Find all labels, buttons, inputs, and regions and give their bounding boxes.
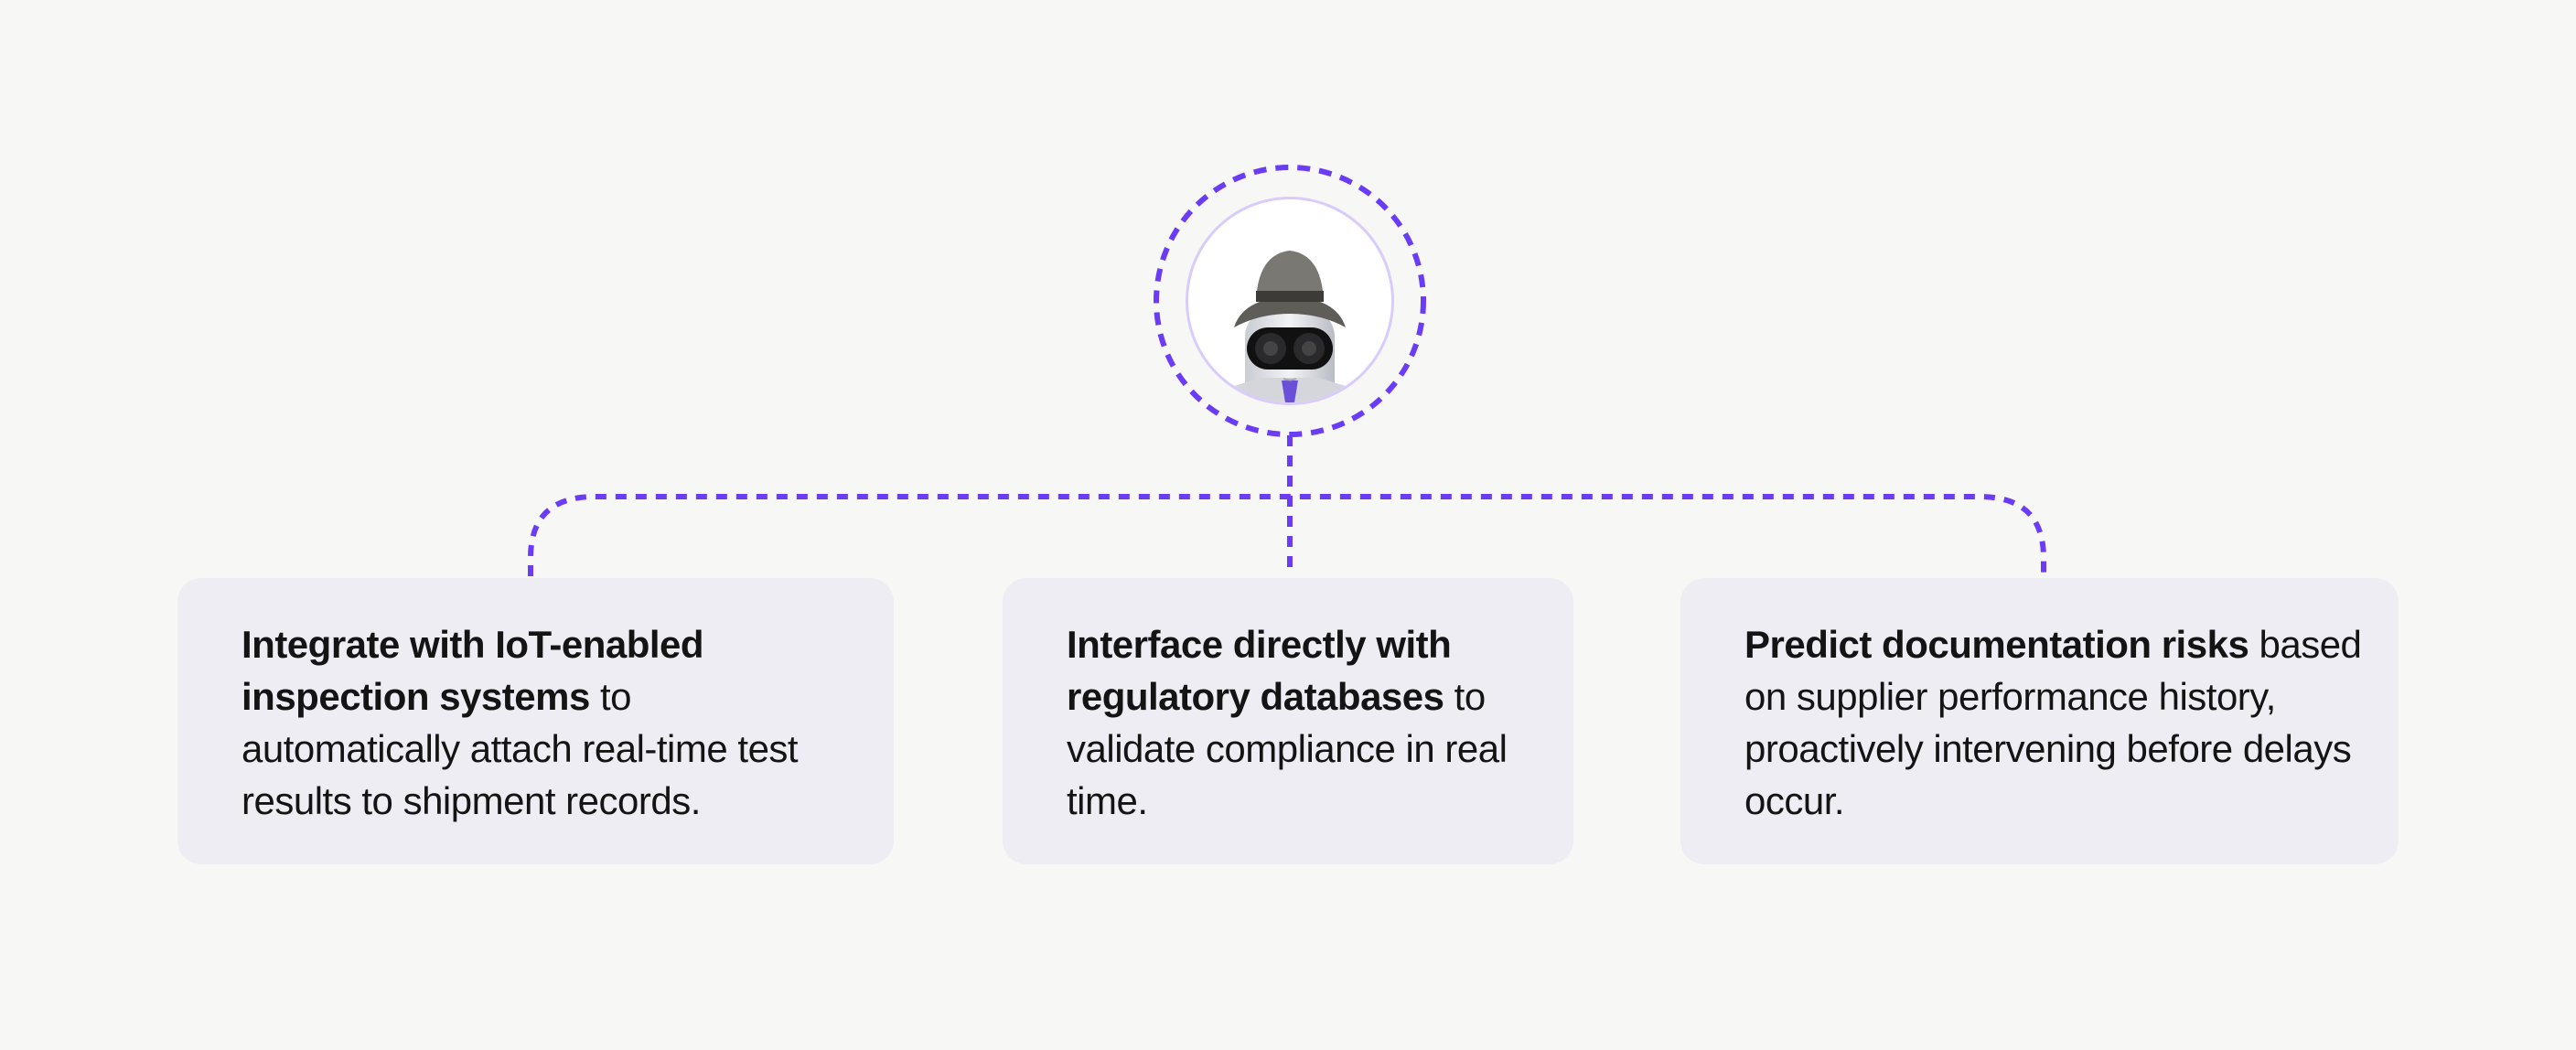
card-highlight: Interface directly with regulatory datab…	[1067, 623, 1452, 718]
card-text: Integrate with IoT-enabled inspection sy…	[242, 618, 857, 827]
card-text: Interface directly with regulatory datab…	[1067, 618, 1537, 827]
card-highlight: Predict documentation risks	[1744, 623, 2249, 666]
card-body: to automatically attach real-time test r…	[242, 675, 799, 822]
feature-card-iot: Integrate with IoT-enabled inspection sy…	[177, 578, 894, 864]
card-body: to validate compliance in real time.	[1067, 675, 1508, 822]
card-text: Predict documentation risks based on sup…	[1744, 618, 2362, 827]
card-highlight: Integrate with IoT-enabled inspection sy…	[242, 623, 704, 718]
feature-card-regulatory: Interface directly with regulatory datab…	[1003, 578, 1573, 864]
card-body: based on supplier performance history, p…	[1744, 623, 2362, 822]
connector-branch	[528, 494, 2046, 576]
detective-robot-avatar-icon	[1188, 199, 1391, 402]
dashed-ring	[1154, 165, 1426, 437]
feature-card-risk: Predict documentation risks based on sup…	[1680, 578, 2399, 864]
